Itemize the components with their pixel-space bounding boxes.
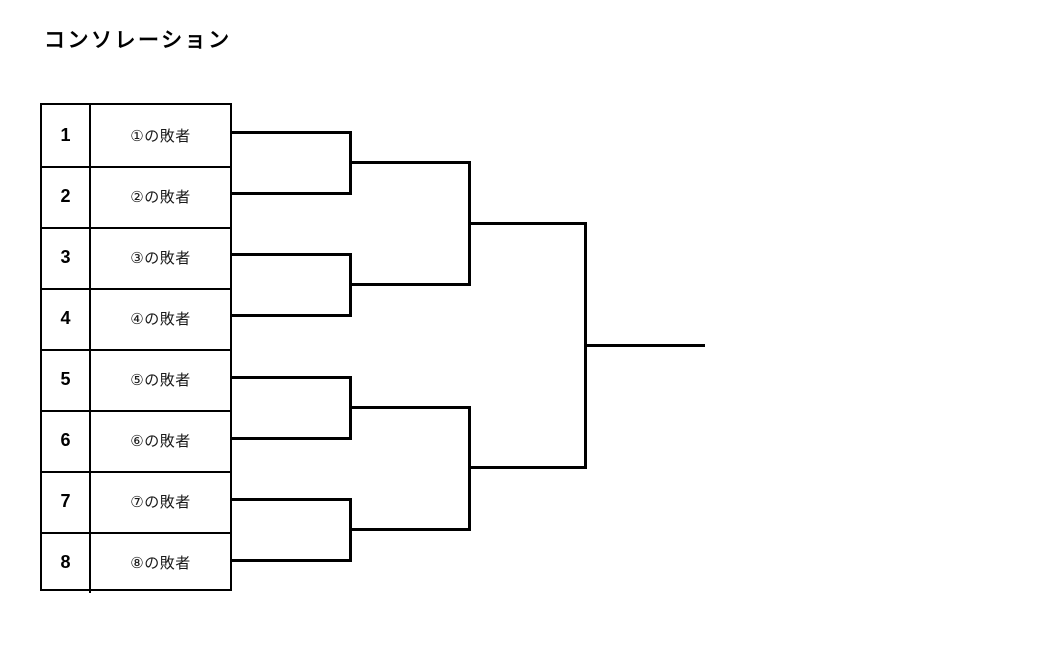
final-feed-upper [469,222,587,225]
seed-number: 7 [42,471,91,532]
row-divider [42,410,230,412]
table-row[interactable]: 2 ②の敗者 [42,166,230,227]
r2-connector-upper [468,161,471,286]
r2-feed-from-1-2 [350,161,471,164]
r1-connector-7-8 [349,498,352,562]
r1-stub-seed-6 [232,437,352,440]
table-row[interactable]: 3 ③の敗者 [42,227,230,288]
seed-number: 3 [42,227,91,288]
row-divider [42,471,230,473]
r1-stub-seed-2 [232,192,352,195]
row-divider [42,288,230,290]
page-title: コンソレーション [44,29,232,52]
seed-label: ⑧の敗者 [130,555,191,572]
seed-label: ②の敗者 [130,189,191,206]
r2-feed-from-3-4 [350,283,471,286]
table-row[interactable]: 1 ①の敗者 [42,105,230,166]
r1-connector-1-2 [349,131,352,195]
r1-stub-seed-4 [232,314,352,317]
row-divider [42,227,230,229]
seed-label: ⑤の敗者 [130,372,191,389]
row-divider [42,532,230,534]
r1-stub-seed-8 [232,559,352,562]
r1-stub-seed-7 [232,498,352,501]
r1-stub-seed-1 [232,131,352,134]
seed-label: ①の敗者 [130,128,191,145]
final-connector [584,222,587,469]
seed-label: ④の敗者 [130,311,191,328]
seed-label: ⑦の敗者 [130,494,191,511]
seed-number: 1 [42,105,91,166]
seed-label: ⑥の敗者 [130,433,191,450]
table-row[interactable]: 6 ⑥の敗者 [42,410,230,471]
table-row[interactable]: 5 ⑤の敗者 [42,349,230,410]
r1-stub-seed-3 [232,253,352,256]
seed-number: 4 [42,288,91,349]
table-row[interactable]: 4 ④の敗者 [42,288,230,349]
r2-feed-from-7-8 [350,528,471,531]
table-row[interactable]: 8 ⑧の敗者 [42,532,230,593]
final-feed-lower [469,466,587,469]
row-divider [42,349,230,351]
r2-feed-from-5-6 [350,406,471,409]
r1-connector-3-4 [349,253,352,317]
r1-stub-seed-5 [232,376,352,379]
seed-label: ③の敗者 [130,250,191,267]
seed-number: 8 [42,532,91,593]
seed-number: 6 [42,410,91,471]
row-divider [42,166,230,168]
seed-number: 2 [42,166,91,227]
table-row[interactable]: 7 ⑦の敗者 [42,471,230,532]
r2-connector-lower [468,406,471,531]
seed-number: 5 [42,349,91,410]
r1-connector-5-6 [349,376,352,440]
seed-table: 1 ①の敗者 2 ②の敗者 3 ③の敗者 4 ④の敗者 5 ⑤の敗者 6 ⑥の敗… [40,103,232,593]
champion-line [584,344,705,347]
